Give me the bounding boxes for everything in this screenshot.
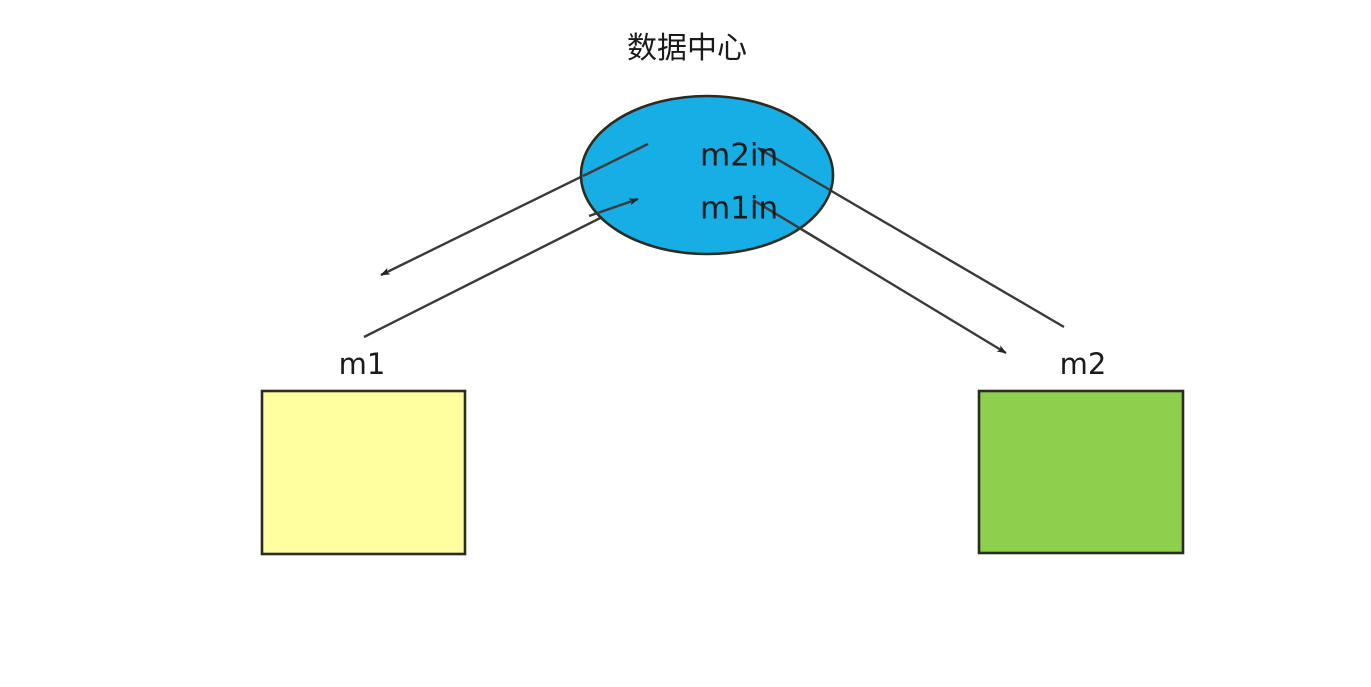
page-title: 数据中心 (627, 31, 747, 66)
node-m1-rect[interactable] (260, 389, 467, 556)
edge-m1-to-center (363, 197, 639, 339)
node-data-center-ellipse[interactable] (579, 94, 835, 256)
edge-m1-to-center-overlay (588, 197, 639, 218)
edge-center-to-m1-overlay (582, 142, 649, 178)
node-m2-label: m2 (1060, 347, 1107, 381)
node-m1-label: m1 (339, 347, 386, 381)
edge-center-to-m2-overlay (752, 198, 827, 246)
edge-m2-to-center-overlay (757, 146, 831, 192)
port-label-m1in: m1in (700, 191, 778, 227)
port-label-m2in: m2in (700, 138, 778, 174)
node-m2-rect[interactable] (977, 389, 1185, 555)
